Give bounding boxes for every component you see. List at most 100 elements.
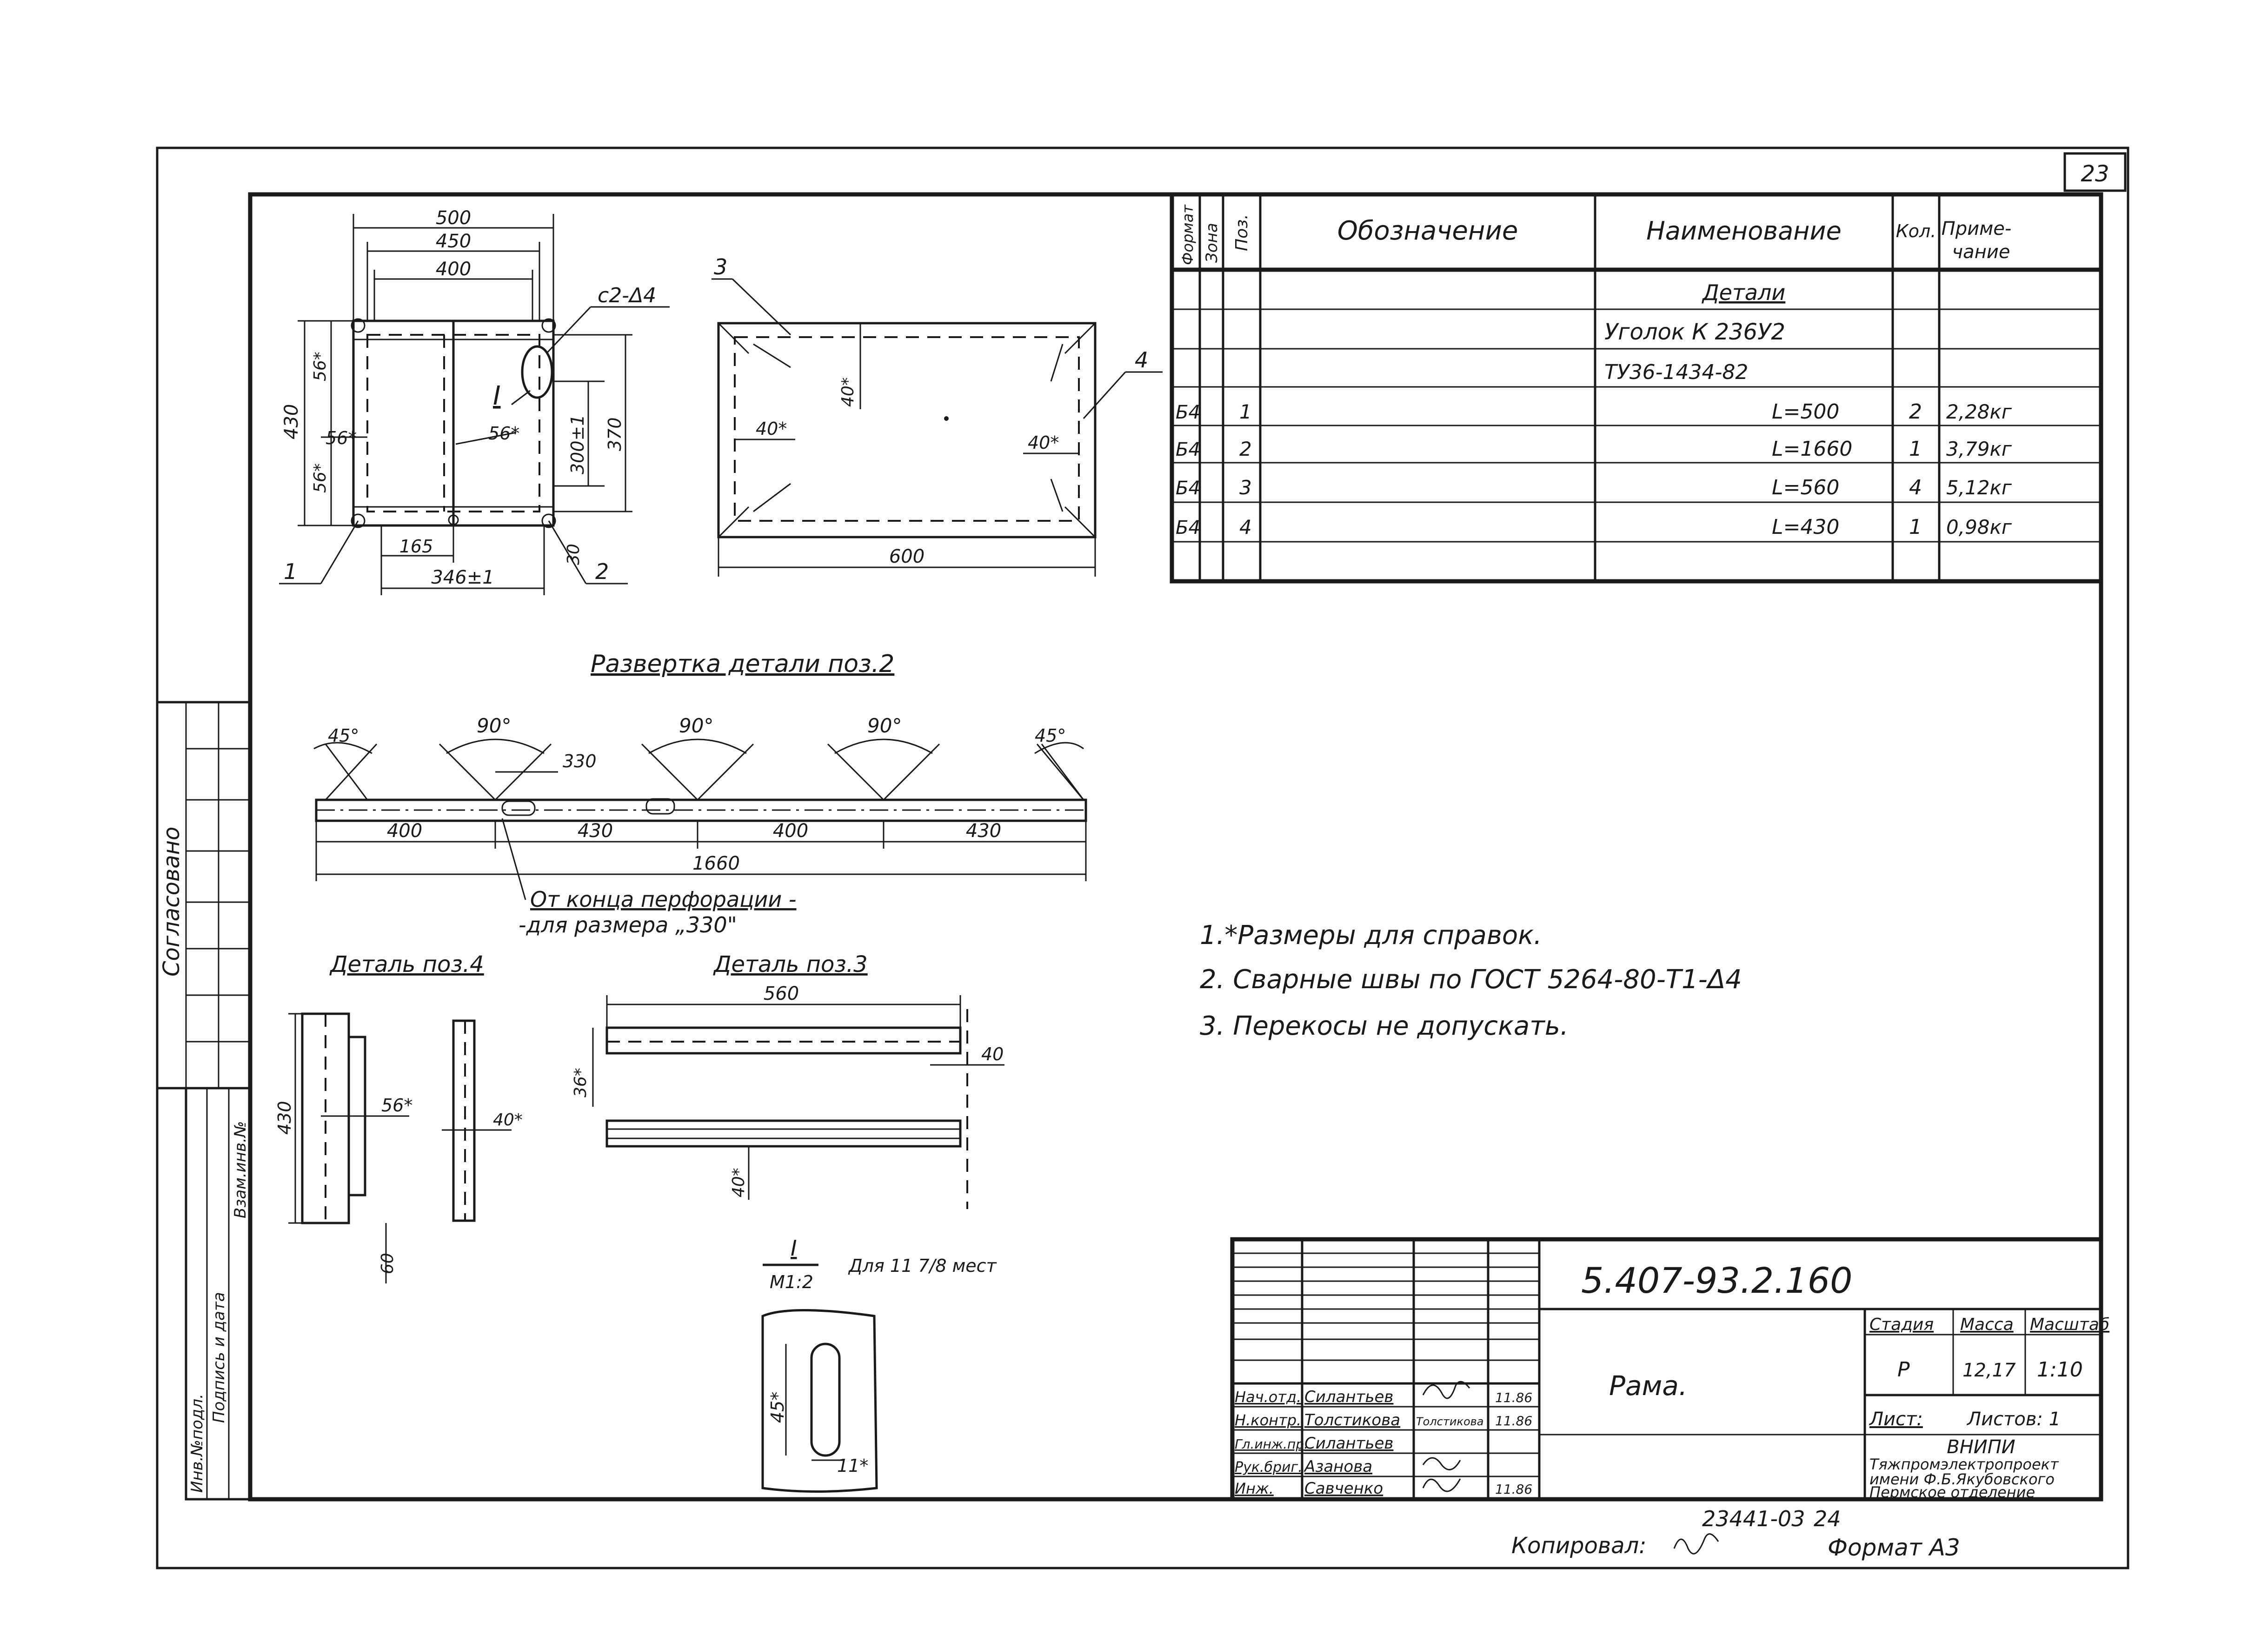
weld-label: с2-Δ4 — [598, 284, 656, 307]
sheet-number-box — [2063, 152, 2127, 192]
person-row: Н.контр. Толстикова Толстикова 11.86 — [1235, 1411, 1532, 1429]
detail4-title: Деталь поз.4 — [329, 951, 484, 977]
svg-text:40*: 40* — [729, 1168, 748, 1197]
svg-text:60: 60 — [378, 1253, 397, 1274]
svg-text:L=1660: L=1660 — [1772, 437, 1852, 461]
svg-text:Гл.инж.пр.: Гл.инж.пр. — [1235, 1436, 1308, 1452]
hdr-designation: Обозначение — [1337, 216, 1518, 246]
svg-text:11.86: 11.86 — [1495, 1390, 1532, 1405]
unfold-note-1: От конца перфорации - — [530, 887, 797, 912]
svg-text:430: 430 — [274, 1101, 295, 1135]
svg-text:90°: 90° — [679, 714, 713, 737]
detail-4: Деталь поз.4 430 56* 40* 60 — [274, 951, 523, 1283]
svg-text:2,28кг: 2,28кг — [1946, 400, 2012, 423]
svg-text:40: 40 — [981, 1044, 1004, 1064]
svg-text:56*: 56* — [381, 1095, 412, 1116]
sheets-label: Листов: 1 — [1966, 1409, 2061, 1430]
svg-text:2: 2 — [1909, 400, 1922, 424]
svg-text:600: 600 — [889, 546, 924, 567]
svg-text:56*: 56* — [311, 463, 330, 493]
svg-text:0,98кг: 0,98кг — [1946, 516, 2012, 538]
person-row: Рук.бриг. Азанова — [1235, 1457, 1372, 1476]
svg-text:11.86: 11.86 — [1495, 1413, 1532, 1429]
svg-text:56*: 56* — [326, 428, 357, 448]
svg-text:40*: 40* — [493, 1110, 523, 1130]
hdr-name: Наименование — [1646, 216, 1842, 246]
note-1: 1.*Размеры для справок. — [1200, 920, 1542, 951]
top-view: 600 3 4 40* 40* 40* — [712, 254, 1163, 577]
svg-text:40*: 40* — [1028, 432, 1059, 453]
inv-label: Инв.№подл. — [188, 1394, 206, 1493]
svg-text:400: 400 — [387, 820, 422, 842]
scale-label: Масштаб — [2030, 1315, 2109, 1334]
unfold-title: Развертка детали поз.2 — [591, 650, 894, 678]
svg-text:Б4: Б4 — [1176, 517, 1200, 538]
svg-text:Б4: Б4 — [1176, 478, 1200, 499]
sheet-label: Лист: — [1869, 1409, 1923, 1430]
hdr-note-2: чание — [1952, 241, 2010, 263]
detail1-note: Для 11 7/8 мест — [848, 1256, 998, 1276]
svg-text:3: 3 — [1239, 476, 1252, 499]
hdr-qty: Кол. — [1896, 221, 1936, 241]
signature — [1422, 1457, 1461, 1470]
detail-callout-circle — [521, 345, 553, 399]
svg-text:L=500: L=500 — [1772, 400, 1839, 424]
svg-text:Силантьев: Силантьев — [1304, 1434, 1393, 1453]
pos4-label: 4 — [1135, 347, 1148, 372]
svg-text:430: 430 — [966, 820, 1001, 842]
detail1-den: М1:2 — [770, 1272, 813, 1292]
svg-text:Б4: Б4 — [1176, 439, 1200, 460]
hdr-format: Формат — [1179, 204, 1197, 265]
svg-text:450: 450 — [436, 231, 471, 252]
svg-text:430: 430 — [281, 404, 302, 439]
svg-text:400: 400 — [773, 820, 808, 842]
svg-text:1: 1 — [1239, 400, 1252, 423]
note-2: 2. Сварные швы по ГОСТ 5264-80-Т1-Δ4 — [1200, 964, 1742, 995]
svg-text:500: 500 — [436, 207, 471, 229]
section-title: Детали — [1702, 280, 1786, 305]
spec-row-2: Б4 2 L=1660 1 3,79кг — [1176, 437, 2012, 461]
pos1-label: 1 — [284, 559, 297, 584]
org-4: Пермское отделение — [1869, 1483, 2035, 1501]
svg-text:L=560: L=560 — [1772, 476, 1839, 499]
spec-row-4: Б4 4 L=430 1 0,98кг — [1176, 515, 2012, 539]
hdr-note-1: Приме- — [1942, 218, 2012, 239]
pos2-label: 2 — [595, 559, 609, 584]
svg-text:330: 330 — [563, 751, 597, 771]
sheet-number: 23 — [2081, 161, 2109, 187]
signature — [1422, 1381, 1470, 1399]
svg-text:1660: 1660 — [692, 853, 740, 874]
org-2: Тяжпромэлектропроект — [1869, 1456, 2059, 1473]
svg-text:3,79кг: 3,79кг — [1946, 438, 2012, 460]
mass-value: 12,17 — [1962, 1360, 2016, 1381]
svg-text:45°: 45° — [328, 725, 359, 746]
mass-label: Масса — [1960, 1315, 2014, 1334]
svg-text:Рук.бриг.: Рук.бриг. — [1235, 1459, 1303, 1476]
copier-signature — [1673, 1533, 1719, 1555]
signature — [1422, 1478, 1461, 1492]
svg-text:4: 4 — [1239, 516, 1252, 538]
org-3: имени Ф.Б.Якубовского — [1869, 1470, 2055, 1488]
svg-text:Инж.: Инж. — [1235, 1480, 1274, 1497]
svg-text:11.86: 11.86 — [1495, 1482, 1532, 1497]
svg-text:Н.контр.: Н.контр. — [1235, 1411, 1301, 1429]
replace-label: Взам.инв.№ — [231, 1121, 250, 1218]
callout-label: I — [493, 381, 501, 411]
svg-text:11*: 11* — [837, 1456, 868, 1476]
svg-text:370: 370 — [605, 417, 625, 451]
person-row: Инж. Савченко 11.86 — [1235, 1479, 1532, 1498]
archive-page: 24 — [1814, 1506, 1841, 1531]
pos3-label: 3 — [714, 254, 727, 279]
footer: 23441-03 24 Копировал: Формат А3 — [1511, 1506, 1960, 1561]
svg-text:Силантьев: Силантьев — [1304, 1388, 1393, 1406]
svg-text:45*: 45* — [767, 1392, 788, 1423]
detail3-title: Деталь поз.3 — [713, 951, 868, 977]
svg-text:Савченко: Савченко — [1304, 1479, 1383, 1498]
spec-table: Формат Зона Поз. Обозначение Наименовани… — [1170, 192, 2103, 584]
svg-text:Нач.отд.: Нач.отд. — [1235, 1388, 1301, 1406]
spec-row-1: Б4 1 L=500 2 2,28кг — [1176, 400, 2012, 424]
detail1-num: I — [791, 1236, 797, 1261]
svg-text:1: 1 — [1909, 437, 1922, 461]
notes: 1.*Размеры для справок. 2. Сварные швы п… — [1200, 920, 1742, 1041]
